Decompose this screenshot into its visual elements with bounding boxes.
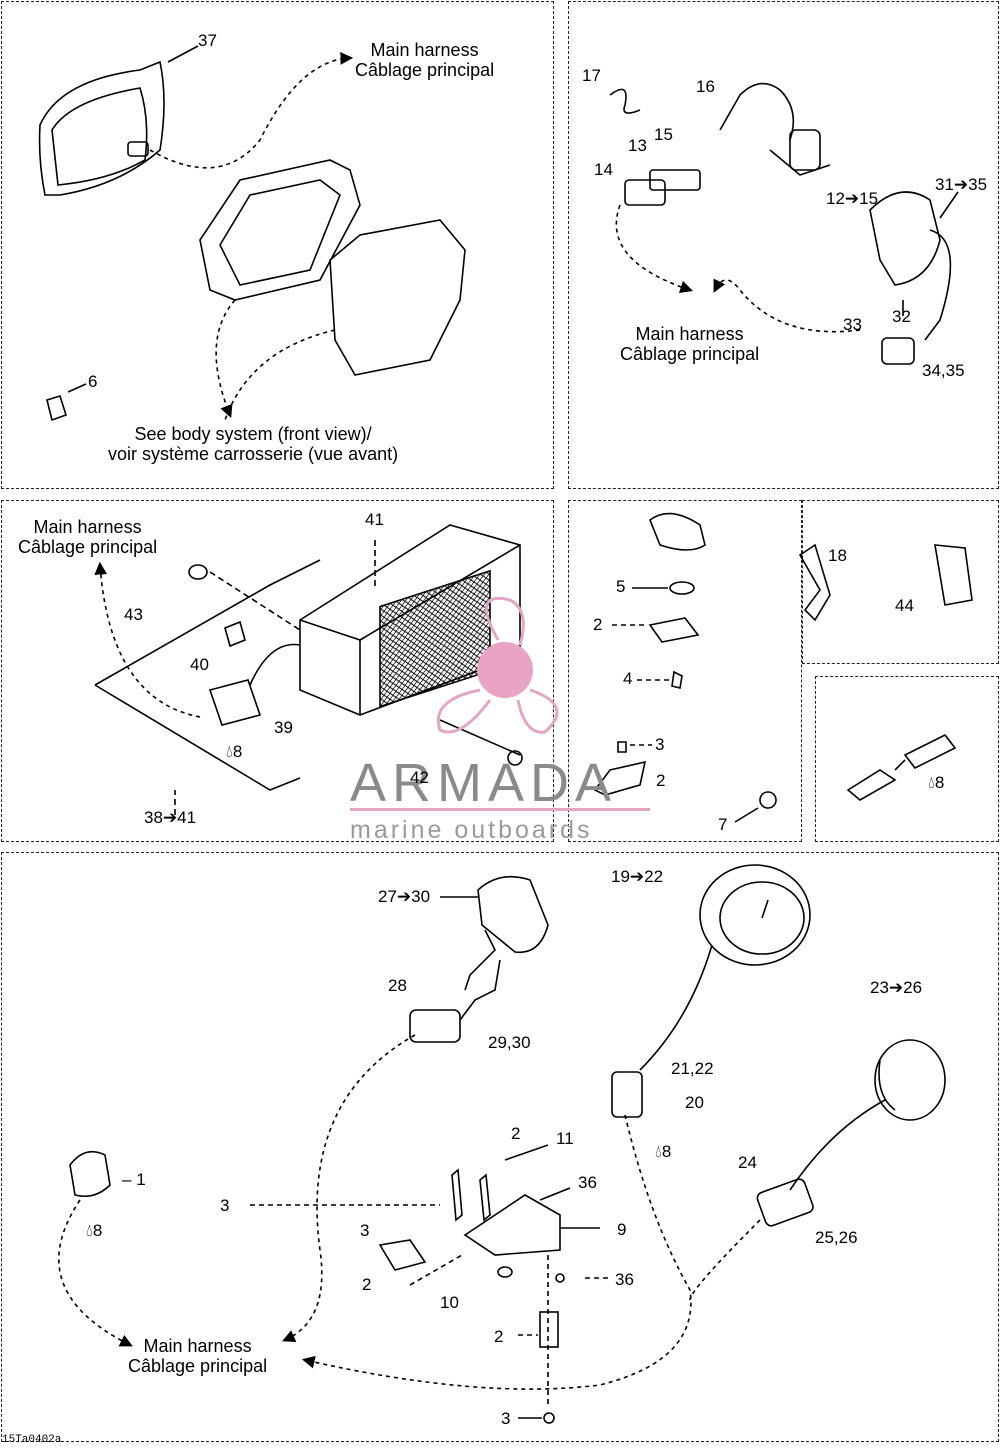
part-label: 24 [738, 1153, 757, 1172]
panel-switches [568, 1, 999, 489]
part-label: 36 [578, 1173, 597, 1192]
part-label: 25,26 [815, 1228, 858, 1247]
part-label: 19➔22 [611, 867, 664, 886]
part-label: 20 [685, 1093, 704, 1112]
part-label: 2 [656, 771, 666, 790]
panel-hardware-right [802, 500, 999, 664]
panel-connector-detail [815, 676, 999, 842]
part-label: 44 [895, 596, 914, 615]
watermark-tagline: marine outboards [350, 816, 593, 844]
part-label: 12➔15 [826, 189, 879, 208]
part-label: 3 [655, 735, 665, 754]
panel-headlight [1, 1, 554, 489]
part-label: 💧︎8 [655, 1142, 672, 1161]
part-label: 28 [388, 976, 407, 995]
part-label: 34,35 [922, 361, 965, 380]
part-label: 29,30 [488, 1033, 531, 1052]
part-label: 39 [274, 718, 293, 737]
watermark-divider [350, 808, 650, 811]
part-label: 2 [511, 1124, 521, 1143]
part-label: 3 [360, 1221, 370, 1240]
caption-body-system: See body system (front view)/voir systèm… [108, 424, 399, 464]
armada-logo-icon [437, 597, 559, 734]
part-label: 27➔30 [378, 887, 431, 906]
part-label: 2 [494, 1327, 504, 1346]
part-label: 3 [501, 1409, 511, 1428]
part-label: 7 [718, 815, 728, 834]
part-label: 3 [220, 1196, 230, 1215]
part-label: 17 [582, 66, 601, 85]
part-label: 9 [617, 1220, 627, 1239]
part-label: 41 [365, 510, 384, 529]
part-label: 40 [190, 655, 209, 674]
part-label: 43 [124, 605, 143, 624]
part-label: 14 [594, 160, 613, 179]
part-label: 2 [362, 1275, 372, 1294]
part-label: 5 [616, 577, 626, 596]
headlight-bezel [199, 159, 466, 376]
part-label: 23➔26 [870, 978, 923, 997]
part-label: 4 [623, 669, 633, 688]
tail-light-housing [299, 524, 521, 716]
part-label: 💧︎8 [928, 773, 945, 792]
document-code: 15Ta0402a [2, 1434, 62, 1446]
part-label: 42 [410, 768, 429, 787]
part-label: 💧︎8 [86, 1221, 103, 1240]
part-label: 32 [892, 307, 911, 326]
part-label: 💧︎8 [226, 742, 243, 761]
part-label: 18 [828, 546, 847, 565]
part-label: 33 [843, 315, 862, 334]
part-label: 2 [593, 615, 603, 634]
part-label: 6 [88, 372, 98, 391]
mounting-bracket-9 [451, 1168, 561, 1256]
gauge-27-30 [464, 875, 549, 991]
panel-tail-light [1, 500, 554, 842]
part-label: 15 [654, 125, 673, 144]
part-label: 10 [440, 1293, 459, 1312]
watermark-brand: ARMADA [350, 753, 618, 813]
part-label: 36 [615, 1270, 634, 1289]
part-label: – 1 [122, 1170, 146, 1189]
part-label: 38➔41 [144, 808, 197, 827]
panel-gauges [1, 852, 999, 1442]
gauge-19-22 [699, 864, 811, 966]
gauge-23-26 [874, 1039, 946, 1121]
part-label: 37 [198, 31, 217, 50]
part-label: 21,22 [671, 1059, 714, 1078]
part-label: 16 [696, 77, 715, 96]
panel-hardware [568, 500, 802, 842]
switch-assembly-14 [624, 169, 701, 206]
part-label: 13 [628, 136, 647, 155]
part-label: 31➔35 [935, 175, 988, 194]
headlight-illustration [38, 60, 165, 196]
part-label: 11 [556, 1129, 574, 1148]
handlebar-switch [869, 191, 952, 341]
